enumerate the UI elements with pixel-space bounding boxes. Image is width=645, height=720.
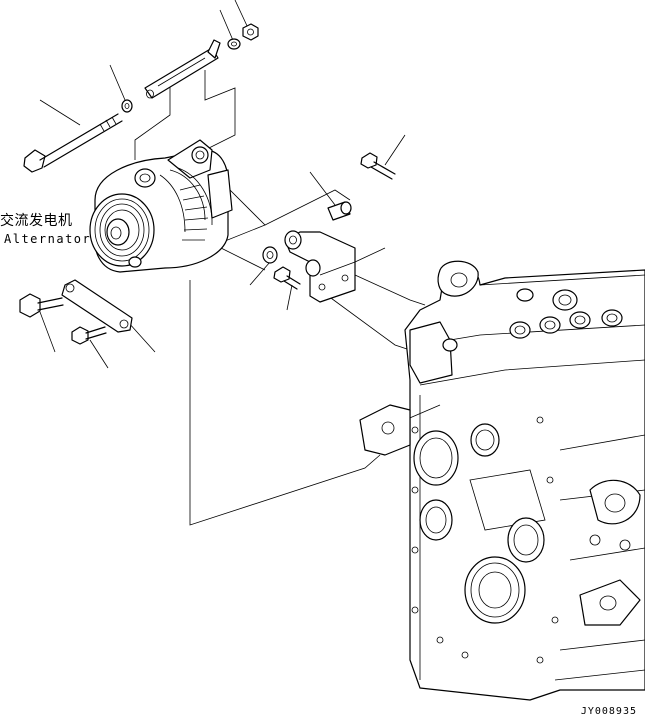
reference-code: JY008935: [580, 706, 637, 717]
alternator: [89, 139, 233, 273]
mounting-bracket: [284, 230, 356, 303]
lower-link-plate: [61, 279, 133, 333]
spacer-collar: [327, 201, 352, 221]
flange-bolt-right: [71, 326, 107, 345]
washer-left: [121, 99, 133, 113]
bracket-bolt-mid: [273, 266, 301, 290]
leader-lines: [39, 0, 406, 369]
engine-block: [359, 260, 645, 701]
bracket-bolt-top: [360, 152, 396, 180]
flange-bolt-left: [19, 293, 64, 318]
washer-top: [227, 38, 241, 50]
spacer-small: [262, 246, 278, 264]
adjusting-strap: [144, 39, 221, 99]
long-bolt: [23, 113, 123, 173]
alternator-label-cn: 交流发电机: [0, 213, 73, 229]
alternator-label-en: Alternator: [4, 232, 92, 246]
nut-top: [242, 23, 259, 41]
assembly-lines: [134, 70, 426, 526]
